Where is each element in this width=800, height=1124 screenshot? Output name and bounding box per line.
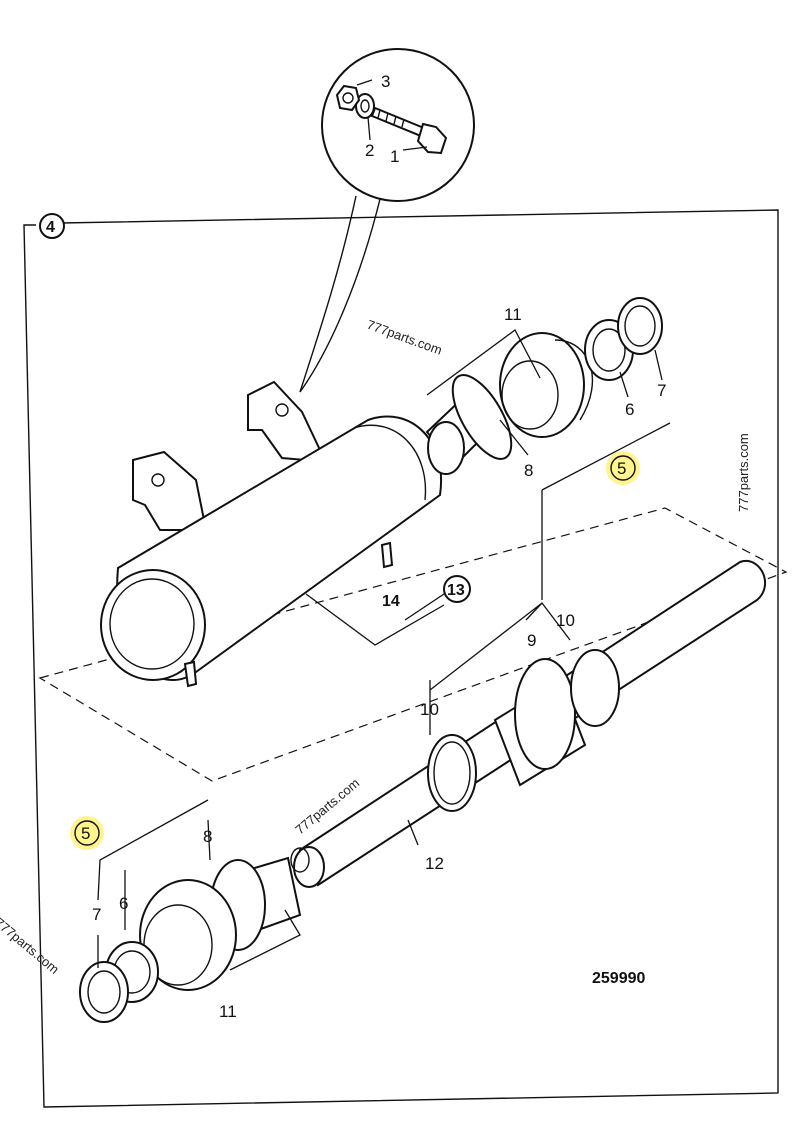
callout-10-left: 10: [420, 700, 439, 719]
callout-5-top: 5: [610, 455, 636, 481]
assembly-frame: [23, 209, 779, 1108]
callout-8-bottom: 8: [203, 827, 212, 846]
callout-6-bottom: 6: [119, 894, 128, 913]
callout-7-top: 7: [657, 381, 666, 400]
watermark-top: 777parts.com: [365, 317, 444, 358]
callout-2: 2: [365, 141, 374, 160]
watermark-left: 777parts.com: [0, 915, 62, 977]
callout-10-right: 10: [556, 611, 575, 630]
callout-13-badge: 13: [443, 575, 471, 603]
callout-6-top: 6: [625, 400, 634, 419]
leader-lines: [97, 329, 671, 971]
hardware-detail: [299, 48, 475, 393]
callout-11-bottom: 11: [219, 1002, 237, 1021]
alignment-plane: [38, 507, 788, 782]
svg-text:5: 5: [617, 459, 626, 478]
svg-text:4: 4: [46, 219, 55, 236]
callout-14: 14: [382, 593, 400, 610]
watermark-right: 777parts.com: [736, 433, 751, 512]
callout-9: 9: [527, 631, 536, 650]
svg-text:5: 5: [81, 824, 90, 843]
svg-text:13: 13: [447, 582, 465, 599]
callout-12: 12: [425, 854, 444, 873]
callout-8-top: 8: [524, 461, 533, 480]
cylinder-barrel: [100, 380, 443, 688]
drawing-number: 259990: [592, 970, 645, 987]
callout-1: 1: [390, 147, 399, 166]
piston-rod-assembly: [290, 559, 767, 888]
callout-3: 3: [381, 72, 390, 91]
callout-11-top: 11: [504, 305, 522, 324]
lower-gland-group: [79, 856, 302, 1023]
callout-7-bottom: 7: [92, 905, 101, 924]
callout-4-badge: 4: [39, 213, 65, 239]
callout-5-bottom: 5: [74, 820, 100, 846]
upper-gland-group: [425, 297, 663, 475]
